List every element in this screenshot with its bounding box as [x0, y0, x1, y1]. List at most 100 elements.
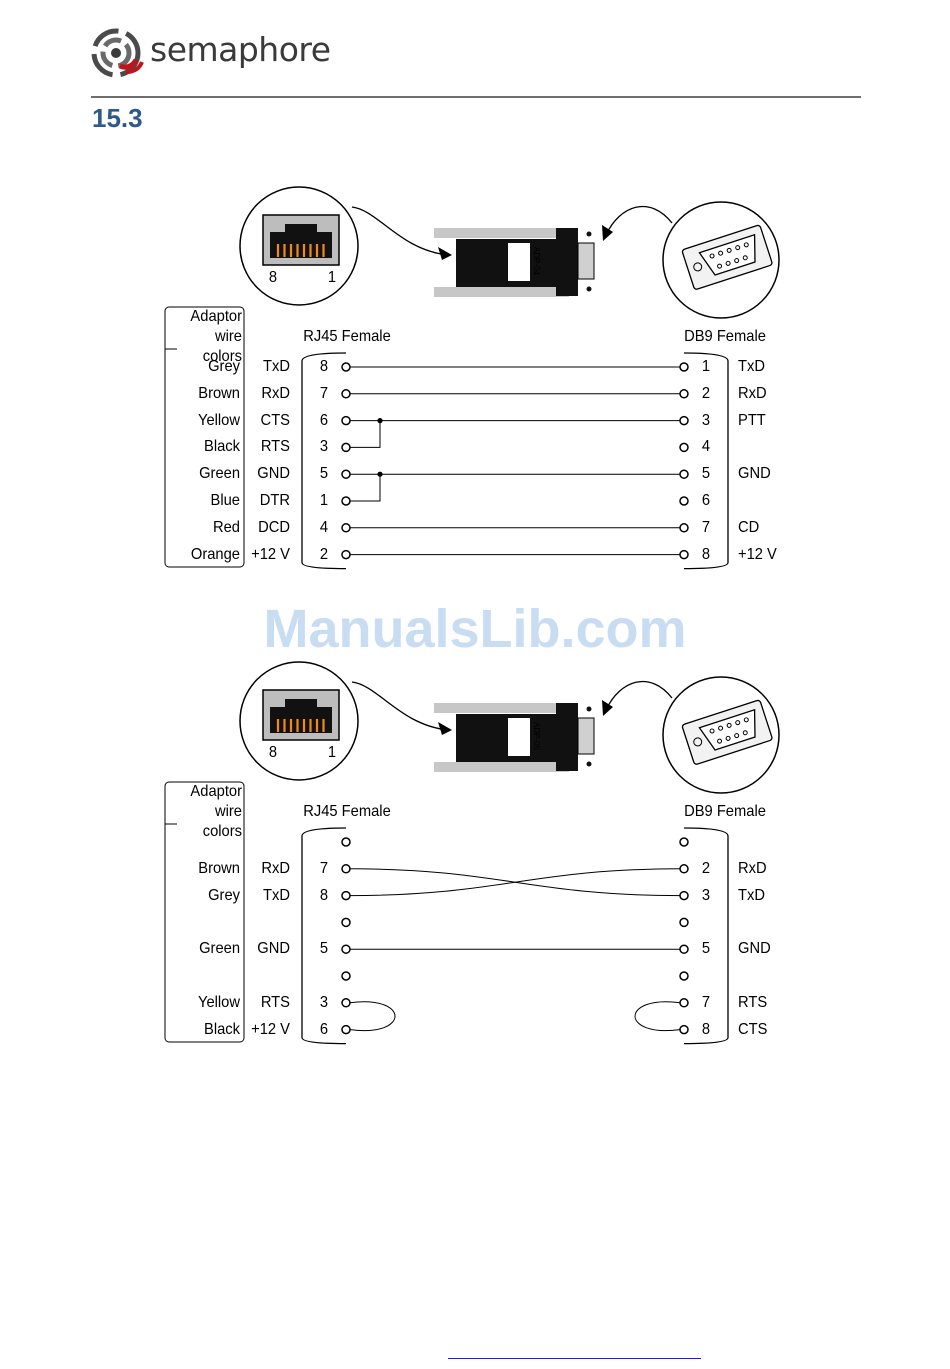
db9-signal-label: RTS [738, 993, 768, 1011]
arrow-to-adaptor [351, 206, 449, 256]
wire-colors-box [164, 306, 245, 568]
rj45-shell [301, 352, 347, 570]
rj45-pin-terminal [341, 1024, 351, 1035]
db9-pin-terminal [679, 496, 689, 506]
rj45-pin-terminal [341, 890, 351, 901]
rj45-pin-terminal [341, 837, 351, 847]
adaptor-screw [586, 286, 592, 292]
rj45-pin-number: 2 [319, 545, 329, 563]
wire-color-label: Black [204, 1020, 240, 1038]
rj45-pin-number: 6 [319, 1020, 329, 1038]
rj45-signal-label: RxD [261, 859, 290, 877]
footer-link-underline[interactable] [448, 1358, 701, 1359]
rj45-signal-label: TxD [263, 886, 290, 904]
rj45-pin-terminal [341, 917, 351, 928]
arrow-to-adaptor-db9 [605, 206, 673, 236]
wire-color-label: Green [199, 940, 240, 958]
arrow-head-icon [602, 225, 613, 241]
adaptor-label-plate [508, 718, 530, 756]
rj45-signal-label: +12 V [251, 545, 290, 563]
db9-signal-label: CTS [738, 1020, 768, 1038]
wire-color-label: Black [204, 438, 240, 456]
arrow-head-icon [438, 722, 452, 735]
arrow-to-adaptor-db9 [605, 681, 673, 711]
rj45-pin-number: 3 [319, 438, 329, 456]
db9-header: DB9 Female [684, 803, 766, 820]
wire-color-label: Yellow [197, 993, 240, 1011]
rj45-pin-number: 8 [319, 886, 329, 904]
rj45-header: RJ45 Female [303, 328, 391, 345]
rj45-signal-label: GND [257, 465, 290, 483]
adaptor-screw [586, 761, 592, 767]
rj45-pin-terminal [341, 442, 351, 453]
db9-pin-terminal [679, 971, 689, 981]
wire-color-label: Green [199, 465, 240, 483]
section-number: 15.3 [92, 103, 143, 133]
wire-color-label: Brown [198, 384, 240, 402]
db9-pin-number: 3 [701, 411, 711, 429]
db9-signal-label: RxD [738, 384, 767, 402]
db9-pin-number: 3 [701, 886, 711, 904]
db9-pin-number: 5 [701, 465, 711, 483]
adaptor-shadow-bottom [434, 287, 569, 297]
rj45-pin-number: 7 [319, 859, 329, 877]
wire-color-label: Red [212, 518, 240, 536]
wire-colors-box [164, 781, 245, 1043]
rj45-pin-right-label: 1 [327, 744, 337, 761]
header-divider [91, 96, 861, 98]
wire-color-label: Blue [210, 492, 240, 509]
db9-shell [683, 827, 729, 1045]
rj45-pin-terminal [341, 998, 351, 1008]
db9-pin-terminal [679, 549, 689, 560]
rj45-header: RJ45 Female [303, 803, 391, 820]
rj45-signal-label: RTS [260, 993, 290, 1011]
db9-signal-label: CD [738, 518, 760, 536]
db9-pin-terminal [679, 917, 689, 928]
rj45-pin-left-label: 8 [268, 744, 278, 761]
adaptor-body [456, 714, 556, 762]
adaptor-flange [556, 228, 578, 296]
rj45-pin-number: 5 [319, 465, 329, 483]
arrow-head-icon [438, 247, 452, 260]
adaptor-shadow-bottom [434, 762, 569, 772]
rj45-pin-terminal [341, 415, 351, 426]
rj45-pin-number: 3 [319, 993, 329, 1011]
rj45-pin-number: 1 [319, 492, 329, 509]
wire-color-label: Orange [190, 545, 240, 563]
arrow-to-adaptor [351, 681, 449, 731]
adaptor-shadow-top [434, 703, 569, 713]
rj45-pin-terminal [341, 944, 351, 954]
db9-header: DB9 Female [684, 328, 766, 345]
db9-signal-label: TxD [738, 886, 765, 904]
rj45-pin-number: 5 [319, 940, 329, 958]
adaptor-label-plate [508, 243, 530, 281]
db9-pin-number: 4 [701, 438, 711, 456]
rj45-signal-label: RxD [261, 384, 290, 402]
rj45-pin-left-label: 8 [268, 269, 278, 286]
db9-pin-terminal [679, 442, 689, 453]
rj45-signal-label: RTS [260, 438, 290, 456]
semaphore-logo-icon [91, 28, 144, 78]
rj45-pin-number: 6 [319, 411, 329, 429]
rj45-pin-terminal [341, 469, 351, 479]
rj45-signal-label: DCD [258, 518, 290, 536]
watermark: ManualsLib.com [263, 599, 687, 659]
rj45-signal-label: CTS [260, 411, 290, 429]
rj45-signal-label: +12 V [251, 1020, 290, 1038]
loopback-wire [349, 1001, 396, 1032]
db9-pin-terminal [679, 890, 689, 901]
db9-pin-number: 7 [701, 518, 711, 536]
db9-pin-terminal [679, 523, 689, 533]
adaptor-flange [556, 703, 578, 771]
db9-pin-number: 1 [701, 358, 711, 375]
db9-pin-number: 6 [701, 492, 711, 509]
db9-signal-label: GND [738, 940, 771, 958]
db9-pin-terminal [679, 389, 689, 399]
brand-name: semaphore [150, 30, 331, 69]
rj45-signal-label: DTR [259, 492, 290, 509]
adaptor-screw [586, 706, 592, 712]
page-header: semaphore 15.3 [0, 0, 950, 133]
wire-colors-caption: Adaptor wire colors [190, 308, 242, 365]
